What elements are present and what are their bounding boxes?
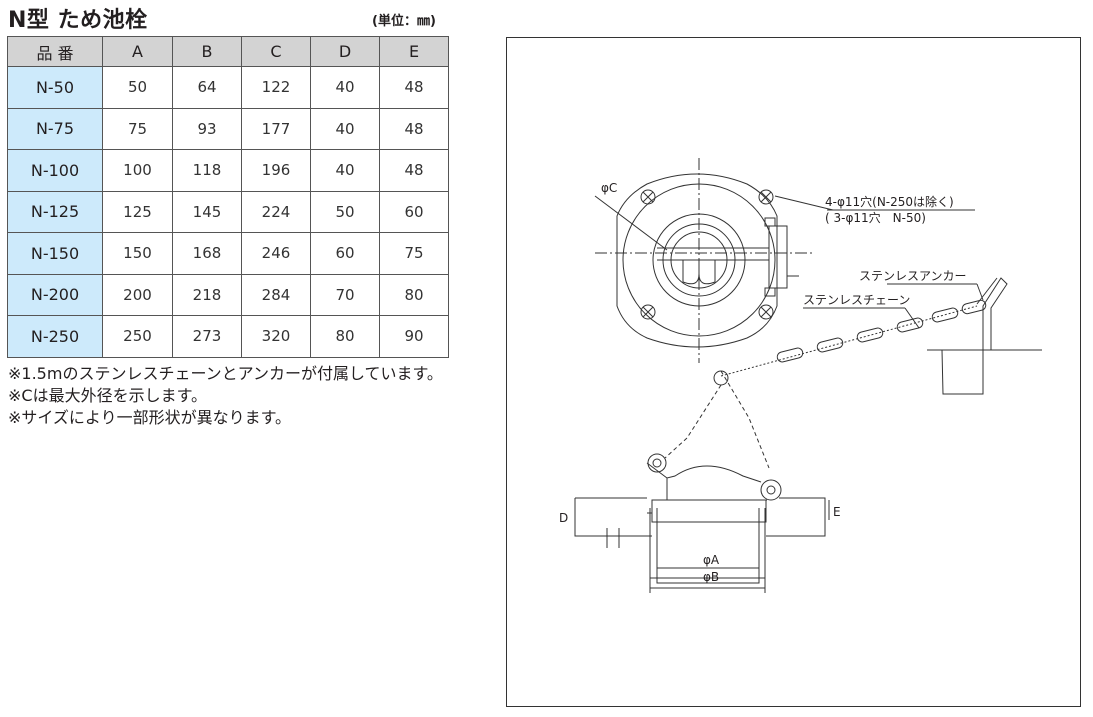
label-phi-c: φC xyxy=(601,181,617,195)
cell-b: 273 xyxy=(172,315,242,358)
cell-a: 125 xyxy=(102,190,173,233)
table-row: N-50 50 64 122 40 48 xyxy=(7,66,449,109)
cell-model: N-250 xyxy=(7,315,103,358)
header-d: D xyxy=(310,36,380,67)
cell-model: N-125 xyxy=(7,190,103,233)
label-holes-n50: ( 3-φ11穴 N-50) xyxy=(825,210,926,225)
cell-d: 60 xyxy=(310,232,380,275)
table-row: N-150 150 168 246 60 75 xyxy=(7,232,449,275)
cell-b: 64 xyxy=(172,66,242,109)
top-view xyxy=(594,158,975,363)
page-title: N型 ため池栓 xyxy=(8,8,148,33)
cell-a: 150 xyxy=(102,232,173,275)
cell-a: 75 xyxy=(102,107,173,150)
cell-a: 250 xyxy=(102,315,173,358)
table-header-row: 品 番 A B C D E xyxy=(7,36,449,67)
cell-c: 320 xyxy=(241,315,311,358)
cell-e: 48 xyxy=(379,66,449,109)
cell-e: 48 xyxy=(379,107,449,150)
cell-d: 40 xyxy=(310,107,380,150)
header-model: 品 番 xyxy=(7,36,103,67)
cell-d: 50 xyxy=(310,190,380,233)
table-row: N-125 125 145 224 50 60 xyxy=(7,190,449,233)
spec-table: 品 番 A B C D E N-50 50 64 122 40 48 N-75 … xyxy=(7,36,449,358)
label-phi-a: φA xyxy=(703,553,720,567)
cell-b: 93 xyxy=(172,107,242,150)
cell-e: 75 xyxy=(379,232,449,275)
cell-c: 224 xyxy=(241,190,311,233)
note-line: ※1.5mのステンレスチェーンとアンカーが付属しています。 xyxy=(8,364,443,383)
notes: ※1.5mのステンレスチェーンとアンカーが付属しています。 ※Cは最大外径を示し… xyxy=(8,363,443,429)
cell-a: 50 xyxy=(102,66,173,109)
note-line: ※Cは最大外径を示します。 xyxy=(8,386,207,405)
cell-b: 168 xyxy=(172,232,242,275)
table-row: N-200 200 218 284 70 80 xyxy=(7,273,449,316)
header-e: E xyxy=(379,36,449,67)
header-a: A xyxy=(102,36,173,67)
cell-c: 122 xyxy=(241,66,311,109)
cell-e: 90 xyxy=(379,315,449,358)
technical-drawing-frame: φC 4-φ11穴(N-250は除く) ( 3-φ11穴 N-50) ステンレス… xyxy=(506,37,1081,707)
label-d: D xyxy=(559,511,568,525)
table-row: N-100 100 118 196 40 48 xyxy=(7,149,449,192)
cell-c: 246 xyxy=(241,232,311,275)
cell-c: 177 xyxy=(241,107,311,150)
cell-c: 284 xyxy=(241,273,311,316)
cell-d: 80 xyxy=(310,315,380,358)
cell-c: 196 xyxy=(241,149,311,192)
cell-a: 200 xyxy=(102,273,173,316)
header-b: B xyxy=(172,36,242,67)
cell-e: 48 xyxy=(379,149,449,192)
note-line: ※サイズにより一部形状が異なります。 xyxy=(8,408,292,427)
cell-model: N-100 xyxy=(7,149,103,192)
cell-model: N-75 xyxy=(7,107,103,150)
side-view xyxy=(574,370,830,593)
label-phi-b: φB xyxy=(703,570,719,584)
table-row: N-75 75 93 177 40 48 xyxy=(7,107,449,150)
chain-anchor xyxy=(720,277,1042,395)
table-row: N-250 250 273 320 80 90 xyxy=(7,315,449,358)
label-chain: ステンレスチェーン xyxy=(803,293,910,307)
cell-e: 60 xyxy=(379,190,449,233)
cell-d: 70 xyxy=(310,273,380,316)
label-e: E xyxy=(833,505,841,519)
cell-b: 145 xyxy=(172,190,242,233)
cell-b: 118 xyxy=(172,149,242,192)
cell-model: N-50 xyxy=(7,66,103,109)
label-holes: 4-φ11穴(N-250は除く) xyxy=(825,194,954,209)
cell-model: N-200 xyxy=(7,273,103,316)
cell-d: 40 xyxy=(310,66,380,109)
cell-a: 100 xyxy=(102,149,173,192)
cell-model: N-150 xyxy=(7,232,103,275)
header-c: C xyxy=(241,36,311,67)
technical-drawing: φC 4-φ11穴(N-250は除く) ( 3-φ11穴 N-50) ステンレス… xyxy=(559,158,1042,593)
unit-label: (単位：㎜) xyxy=(372,14,436,29)
cell-e: 80 xyxy=(379,273,449,316)
label-anchor: ステンレスアンカー xyxy=(859,269,967,283)
cell-b: 218 xyxy=(172,273,242,316)
cell-d: 40 xyxy=(310,149,380,192)
